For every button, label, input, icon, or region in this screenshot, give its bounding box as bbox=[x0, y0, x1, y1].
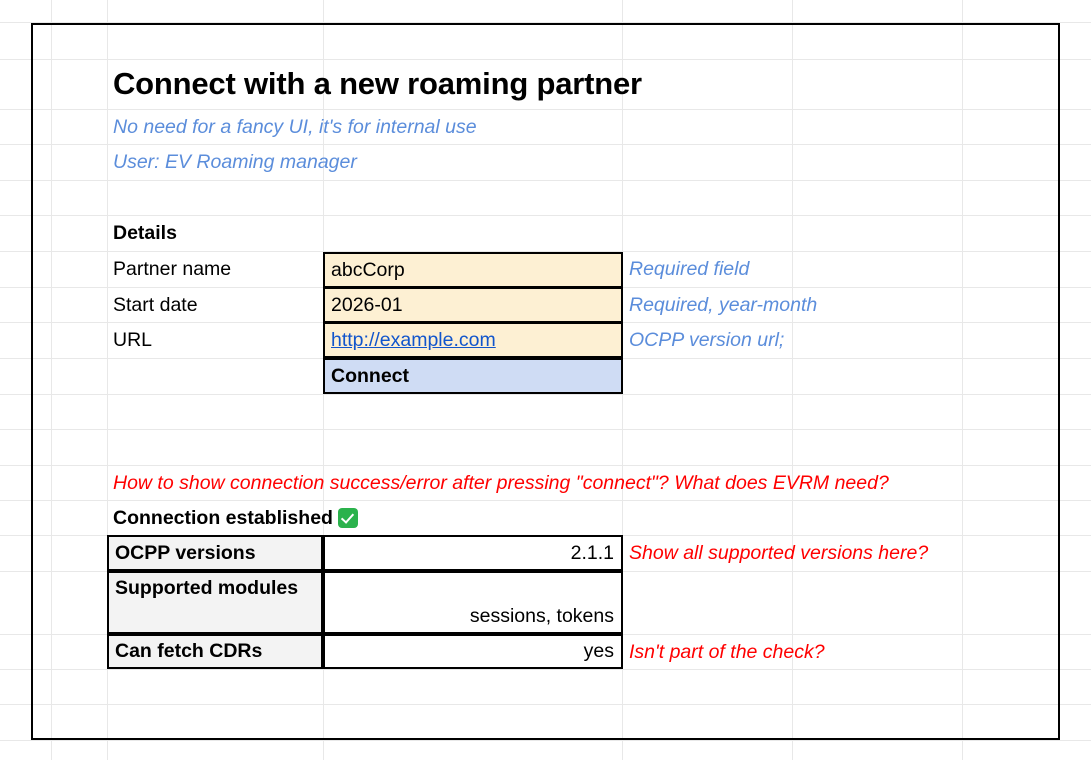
result-value-can-fetch-cdrs: yes bbox=[323, 634, 623, 669]
note-start-date: Required, year-month bbox=[629, 293, 818, 316]
result-value-supported-modules: sessions, tokens bbox=[323, 571, 623, 634]
result-label-supported-modules: Supported modules bbox=[107, 571, 323, 634]
subtitle-user-role: User: EV Roaming manager bbox=[113, 151, 357, 173]
input-url[interactable]: http://example.com bbox=[323, 322, 623, 358]
annotation-open-question: How to show connection success/error aft… bbox=[113, 471, 889, 494]
connection-status: Connection established bbox=[113, 501, 613, 535]
subtitle-internal-use: No need for a fancy UI, it's for interna… bbox=[113, 115, 477, 138]
result-value-ocpp-versions: 2.1.1 bbox=[323, 535, 623, 571]
note-partner-name: Required field bbox=[629, 258, 750, 280]
result-label-can-fetch-cdrs: Can fetch CDRs bbox=[107, 634, 323, 669]
input-partner-name[interactable]: abcCorp bbox=[323, 252, 623, 288]
label-start-date: Start date bbox=[113, 293, 198, 316]
annotation-can-fetch-cdrs: Isn't part of the check? bbox=[629, 640, 825, 663]
result-label-ocpp-versions: OCPP versions bbox=[107, 535, 323, 571]
note-url: OCPP version url; bbox=[629, 329, 785, 351]
input-start-date[interactable]: 2026-01 bbox=[323, 287, 623, 323]
page-title: Connect with a new roaming partner bbox=[113, 66, 642, 101]
annotation-ocpp-versions: Show all supported versions here? bbox=[629, 541, 929, 564]
details-section-heading: Details bbox=[113, 222, 177, 244]
label-partner-name: Partner name bbox=[113, 258, 232, 280]
url-hyperlink[interactable]: http://example.com bbox=[331, 328, 496, 351]
connect-button[interactable]: Connect bbox=[323, 358, 623, 394]
connection-status-label: Connection established bbox=[113, 506, 333, 529]
white-check-mark-icon bbox=[337, 508, 358, 528]
label-url: URL bbox=[113, 329, 153, 351]
